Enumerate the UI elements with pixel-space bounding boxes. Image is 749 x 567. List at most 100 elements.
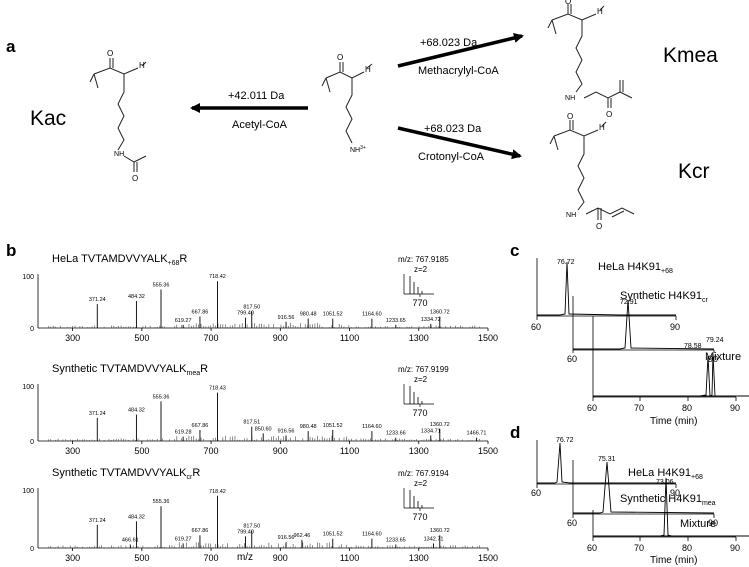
chrom-d-front-tick-3: 90	[730, 543, 740, 553]
ms-x-tick-label: 1300	[409, 446, 429, 456]
ms-precursor-mz: m/z: 767.9199	[398, 365, 449, 374]
atom-nh-kmea: NH	[565, 95, 575, 102]
chrom-c-trace2-label: Synthetic H4K91cr	[620, 290, 708, 304]
ms-precursor-charge: z=2	[414, 375, 428, 384]
ms-x-tick-label: 700	[204, 333, 219, 343]
chrom-d-back-trace	[537, 442, 676, 484]
chrom-d-front-tick-0: 60	[587, 543, 597, 553]
ms-peak-label: 484.32	[128, 408, 145, 414]
ms-x-tick-label: 300	[65, 553, 80, 563]
ms-x-tick-label: 1500	[478, 446, 498, 456]
atom-o2-kac: O	[132, 174, 138, 183]
chrom-d-xlabel: Time (min)	[650, 555, 697, 566]
atom-h-kcr: H	[599, 123, 605, 132]
arrow-methacrylyl-reagent: Methacrylyl-CoA	[418, 65, 499, 77]
kmea-structure	[547, 4, 633, 108]
ms-peak-label: 619.28	[175, 430, 192, 436]
chrom-d-trace1-label: HeLa H4K91+68	[628, 467, 703, 481]
chrom-c-front-tick-2: 80	[682, 403, 692, 413]
chrom-d-mid-ticks	[572, 514, 715, 518]
label-kmea: Kmea	[663, 44, 718, 67]
ms-precursor-charge: z=2	[414, 479, 428, 488]
atom-o-kmea: O	[565, 0, 571, 6]
ms-peak-label: 484.32	[128, 514, 145, 520]
ms-x-tick-label: 500	[134, 333, 149, 343]
ms-peak-label: 916.56	[278, 535, 295, 541]
ms-peak-label: 371.24	[89, 297, 106, 303]
chrom-d-front-ticks	[592, 537, 737, 541]
ms-peak-label: 916.56	[278, 429, 295, 435]
ms-y-tick-100: 100	[22, 384, 34, 391]
chrom-d-peak2: 75.31	[598, 456, 616, 463]
chrom-d-mid-trace	[573, 461, 715, 514]
chrom-d-mix-label: Mixture	[680, 518, 716, 530]
ms-peak-label: 1051.52	[323, 312, 343, 318]
ms-x-tick-label: 1300	[409, 333, 429, 343]
ms-peak-label: 1051.52	[323, 532, 343, 538]
panel-label-c: c	[510, 241, 519, 260]
arrow-methacrylyl-mass: +68.023 Da	[420, 37, 478, 49]
ms-peak-label: 817.50	[243, 524, 260, 530]
ms-x-tick-label: 1100	[340, 446, 359, 456]
ms-peak-label: 667.86	[192, 528, 209, 534]
chrom-c-mid-tick-0: 60	[567, 354, 577, 364]
arrow-acetyl-reagent: Acetyl-CoA	[232, 119, 288, 131]
ms-xlabel: m/z	[237, 552, 253, 563]
chrom-d-mid-tick-0: 60	[567, 518, 577, 528]
panel-label-a: a	[6, 37, 16, 56]
chrom-d-peak1: 76.72	[556, 437, 574, 444]
ms-spectrum-title: Synthetic TVTAMDVVYALKcrR	[52, 467, 200, 481]
ms-peak-label: 1164.60	[362, 532, 381, 538]
ms-peak-label: 799.40	[237, 311, 254, 317]
ms-peak-label: 1233.65	[386, 318, 406, 324]
ms-peak-label: 916.56	[278, 315, 295, 321]
ms-peak-label: 817.51	[243, 420, 260, 426]
ms-peak-label: 667.86	[192, 310, 209, 316]
arrow-acetyl-mass: +42.011 Da	[228, 90, 285, 102]
chrom-c-mix-peak2: 79.24	[706, 337, 724, 344]
chrom-d-mid-tick-1: 90	[708, 518, 718, 528]
ms-title-main: Synthetic TVTAMDVVYALK	[52, 467, 187, 479]
ms-peak-label: 1360.72	[430, 310, 450, 316]
ms-spectrum-title: Synthetic TVTAMDVVYALKmeaR	[52, 363, 208, 377]
ms-x-tick-label: 1500	[478, 333, 498, 343]
ms-peak-label: 718.43	[209, 386, 226, 392]
ms-peak-label: 1360.72	[430, 528, 450, 534]
atom-nh-kcr: NH	[566, 212, 576, 219]
chrom-d-front-tick-2: 80	[682, 543, 692, 553]
ms-peak-label: 962.46	[294, 533, 311, 539]
arrow-methacrylyl	[397, 33, 524, 68]
ms-peak-label: 718.42	[209, 274, 226, 280]
ms-title-main: HeLa TVTAMDVVYALK	[52, 253, 168, 265]
chrom-c-front-ticks	[592, 397, 737, 401]
atom-nh-kac: NH	[114, 151, 124, 158]
ms-peak-label: 555.36	[153, 283, 170, 289]
chrom-c-back-tick-1: 90	[670, 322, 680, 332]
chrom-c-front-tick-1: 70	[634, 403, 644, 413]
ms-peak-label: 619.27	[175, 536, 192, 542]
ms-peak-label: 1342.71	[424, 536, 444, 542]
ms-x-tick-label: 1300	[409, 553, 429, 563]
chrom-c-front-tick-0: 60	[587, 403, 597, 413]
ms-precursor-mz: m/z: 767.9194	[398, 469, 449, 478]
chrom-c-mid-tick-1: 90	[708, 354, 718, 364]
ms-title-subscript: +68	[168, 260, 180, 267]
ms-title-suffix: R	[200, 363, 208, 375]
chrom-d	[536, 440, 749, 541]
arrow-crotonyl-mass: +68.023 Da	[424, 123, 482, 135]
chrom-d-back-tick-1: 90	[670, 488, 680, 498]
chrom-c-mix-label: Mixture	[705, 351, 741, 363]
chrom-c	[536, 258, 749, 401]
ms-peak-label: 371.24	[89, 411, 106, 417]
chrom-c-mid-axis	[572, 296, 714, 351]
chrom-c-front-peaks	[699, 353, 716, 397]
ms-title-subscript: cr	[187, 474, 194, 481]
chrom-c-mid-trace	[573, 299, 715, 350]
ms-x-tick-label: 1100	[340, 553, 359, 563]
atom-o2-kcr: O	[596, 222, 602, 231]
ms-title-main: Synthetic TVTAMDVVYALK	[52, 363, 187, 375]
atom-h-kmea: H	[597, 7, 603, 16]
ms-inset-tick-label: 770	[412, 408, 427, 418]
ms-precursor-mz: m/z: 767.9185	[398, 255, 449, 264]
ms-x-tick-label: 900	[273, 553, 288, 563]
